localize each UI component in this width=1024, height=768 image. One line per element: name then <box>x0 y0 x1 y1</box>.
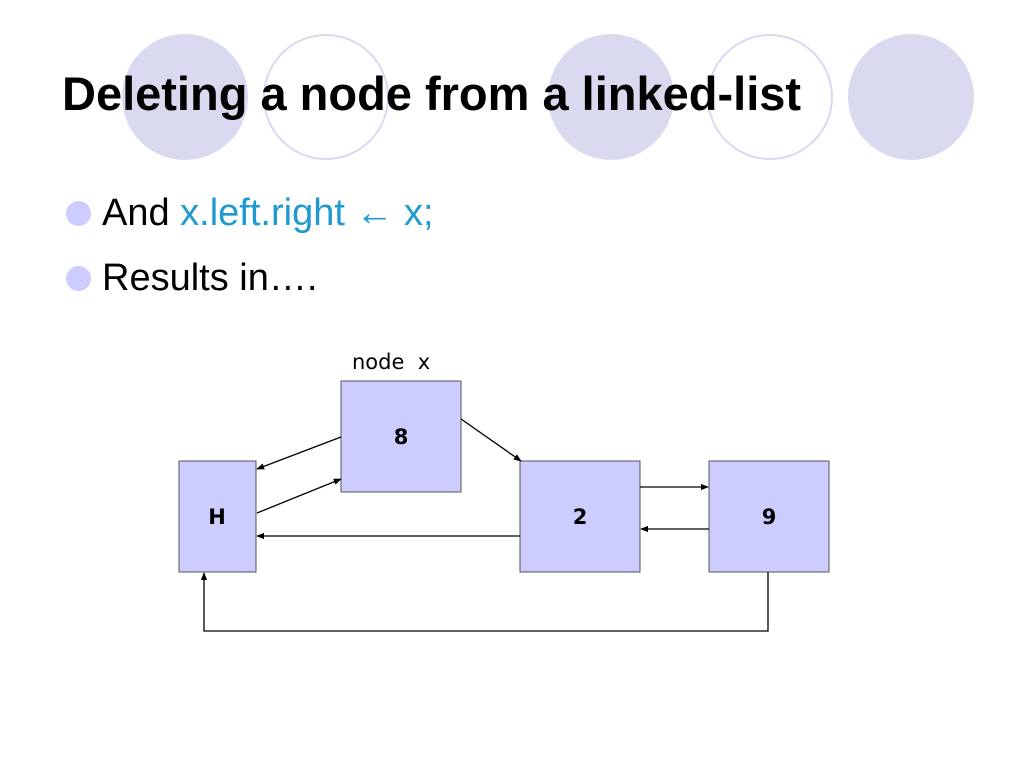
pointer-arrow <box>256 478 342 514</box>
bullet-text: Results in…. <box>102 256 318 299</box>
bullet-icon <box>66 200 91 226</box>
node-rect <box>519 460 641 573</box>
bullet-item: And x.left.right ← x; <box>66 191 434 235</box>
node-rect <box>708 460 830 573</box>
node-label: H <box>208 505 226 529</box>
node-label: 2 <box>573 505 588 529</box>
node-label: 9 <box>762 505 777 529</box>
node-box: 8 <box>340 380 462 493</box>
pointer-arrow <box>200 572 769 632</box>
decorative-circle <box>548 34 674 160</box>
decorative-circle <box>848 34 974 160</box>
node-box: 2 <box>519 460 641 573</box>
node-x-caption: node x <box>352 350 431 374</box>
node-rect <box>340 380 462 493</box>
decorative-circle <box>707 34 833 160</box>
node-box: 9 <box>708 460 830 573</box>
bullet-code: x.left.right ← x; <box>180 191 434 234</box>
bullet-item: Results in…. <box>66 256 317 300</box>
decorative-circle <box>263 34 389 160</box>
bullet-icon <box>66 265 91 291</box>
node-rect <box>178 460 257 573</box>
bullet-text: And <box>102 191 181 234</box>
node-label: 8 <box>394 425 409 449</box>
node-box: H <box>178 460 257 573</box>
slide-title: Deleting a node from a linked-list <box>62 67 802 120</box>
pointer-arrow <box>460 418 522 462</box>
decorative-circle <box>122 34 248 160</box>
pointer-arrow <box>256 436 342 470</box>
